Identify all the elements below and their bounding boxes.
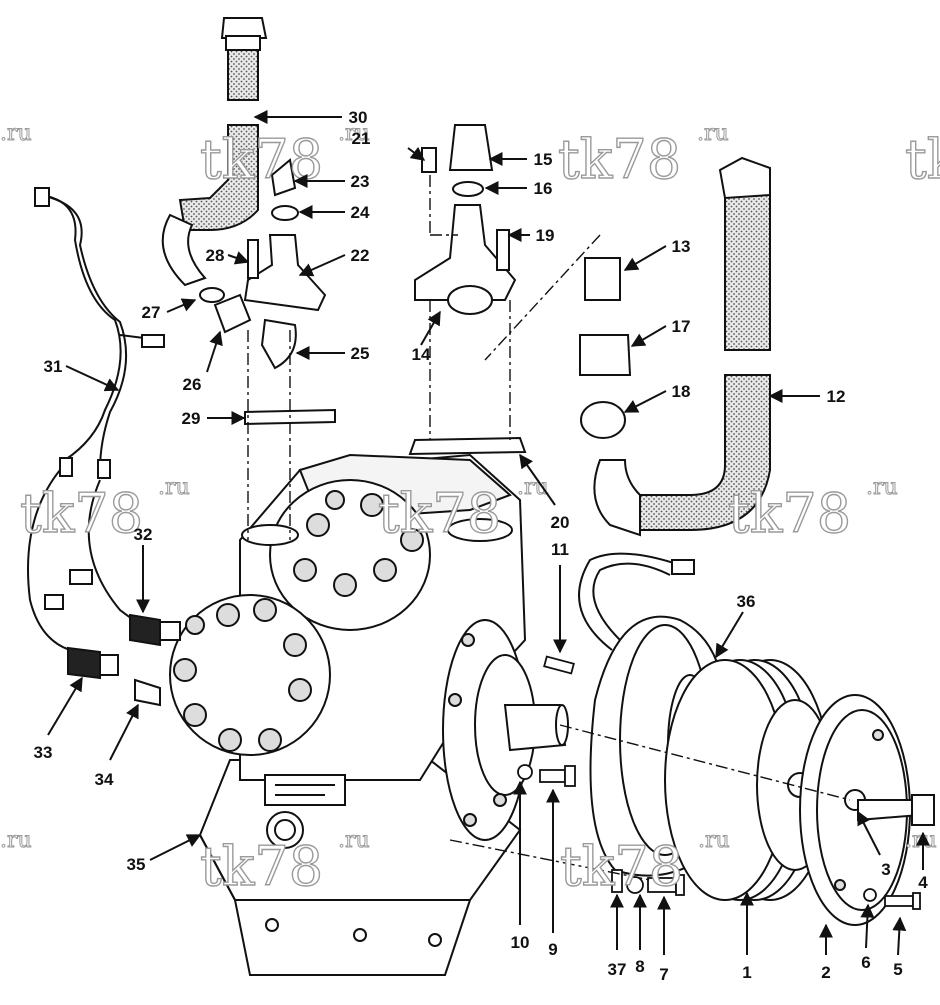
screw-28 [247, 239, 259, 279]
sensor-32 [129, 613, 161, 647]
callout-35: 35 [127, 855, 146, 874]
watermark: tk78 [378, 482, 501, 545]
sensors [67, 613, 181, 707]
compressor-assembly [169, 453, 569, 976]
callout-1: 1 [742, 963, 751, 982]
discharge-hose [227, 44, 259, 101]
callout-26: 26 [183, 375, 202, 394]
callout-37: 37 [608, 960, 627, 979]
watermark-suffix: .ru [0, 828, 32, 853]
callout-14: 14 [412, 345, 431, 364]
bracket-37 [611, 869, 623, 893]
callout-labels: 1 2 3 4 5 6 7 8 9 10 11 12 13 14 15 16 1… [34, 108, 929, 984]
leader-lines [47, 110, 930, 956]
sensor-33 [67, 646, 101, 680]
o-ring-16 [452, 181, 484, 197]
screw-5 [884, 895, 914, 907]
callout-15: 15 [534, 150, 553, 169]
o-ring-24 [271, 205, 299, 221]
callout-9: 9 [548, 940, 557, 959]
sleeve-13 [584, 257, 621, 301]
gasket-20 [408, 436, 527, 456]
callout-11: 11 [551, 540, 569, 559]
callout-23: 23 [351, 172, 370, 191]
watermark: tk78 [20, 482, 143, 545]
watermark-suffix: .ru [158, 475, 190, 500]
watermark-suffix: .ru [698, 828, 730, 853]
callout-4: 4 [918, 873, 928, 892]
center-lines [247, 175, 851, 881]
cap-15 [448, 124, 494, 171]
watermark-suffix: .ru [905, 828, 937, 853]
service-valve-22 [243, 234, 327, 312]
callout-34: 34 [95, 770, 114, 789]
callout-17: 17 [672, 317, 691, 336]
callout-16: 16 [534, 179, 553, 198]
watermark: tk78 [905, 128, 940, 191]
callout-30: 30 [349, 108, 368, 127]
suction-line [579, 156, 771, 537]
callout-7: 7 [659, 965, 668, 984]
service-valve-14 [414, 204, 517, 301]
callout-3: 3 [881, 860, 890, 879]
callout-10: 10 [511, 933, 530, 952]
callout-24: 24 [351, 203, 370, 222]
suction-hose [724, 174, 771, 351]
callout-21: 21 [352, 129, 371, 148]
watermark-suffix: .ru [0, 121, 32, 146]
callout-13: 13 [672, 237, 691, 256]
callout-8: 8 [635, 957, 644, 976]
watermarks: tk78 .ru tk78 .ru tk78 .ru tk78 .ru tk78… [0, 121, 940, 899]
screw-19 [496, 229, 510, 271]
bolt-9 [539, 769, 566, 783]
nut-26 [213, 293, 252, 334]
callout-29: 29 [182, 409, 201, 428]
plug-21 [421, 147, 437, 173]
callout-18: 18 [672, 382, 691, 401]
callout-6: 6 [861, 953, 870, 972]
callout-22: 22 [351, 246, 370, 265]
elbow-25 [260, 318, 297, 370]
nameplate [264, 774, 346, 806]
crankshaft [503, 704, 567, 752]
discharge-port [241, 524, 299, 546]
callout-19: 19 [536, 226, 555, 245]
fitting-34 [134, 678, 161, 707]
watermark-suffix: .ru [697, 121, 729, 146]
hardware-group [517, 655, 921, 910]
callout-25: 25 [351, 344, 370, 363]
callout-5: 5 [893, 960, 902, 979]
woodruff-key [543, 655, 575, 675]
cap-23 [270, 158, 297, 197]
watermark-suffix: .ru [866, 475, 898, 500]
callout-27: 27 [142, 303, 161, 322]
watermark: tk78 [728, 482, 851, 545]
o-ring-27 [199, 287, 225, 303]
callout-28: 28 [206, 246, 225, 265]
washer-10 [517, 764, 533, 780]
watermark: tk78 [558, 128, 681, 191]
discharge-fittings [161, 17, 336, 426]
callout-20: 20 [551, 513, 570, 532]
nut-17 [579, 334, 632, 376]
callout-12: 12 [827, 387, 846, 406]
suction-port [447, 518, 513, 542]
watermark-suffix: .ru [338, 828, 370, 853]
callout-2: 2 [821, 963, 830, 982]
washer-6 [863, 888, 877, 902]
watermark: tk78 [200, 835, 323, 898]
callout-33: 33 [34, 743, 53, 762]
callout-32: 32 [134, 525, 153, 544]
o-ring-18 [580, 401, 626, 439]
callout-36: 36 [737, 592, 756, 611]
suction-fittings [408, 124, 527, 456]
callout-31: 31 [44, 357, 63, 376]
watermark: tk78 [560, 835, 683, 898]
watermark-suffix: .ru [338, 121, 370, 146]
wiring-harness [27, 187, 165, 651]
